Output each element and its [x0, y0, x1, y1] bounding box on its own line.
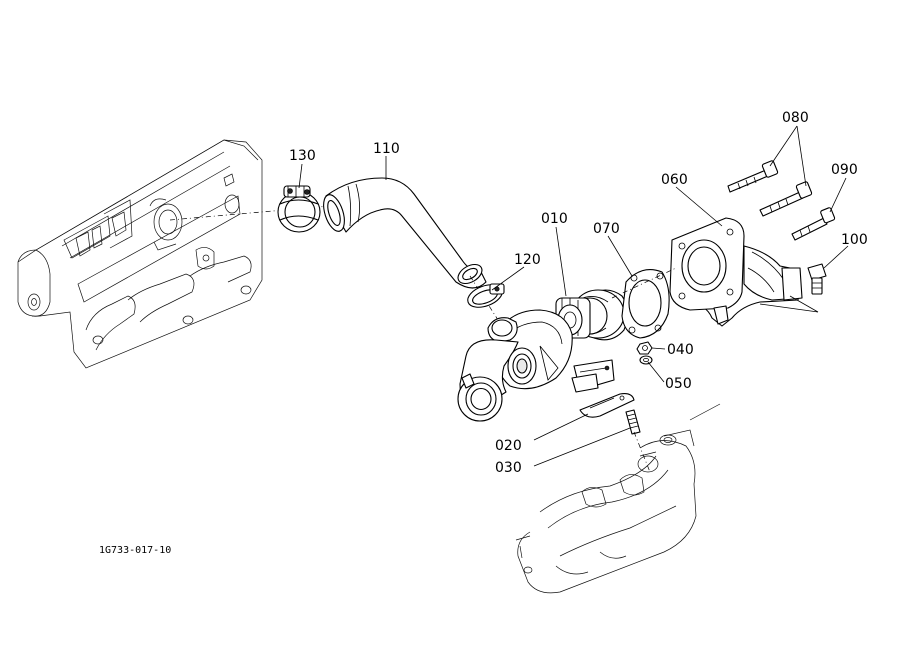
- bolt-090: [791, 207, 836, 241]
- leader-lines: [298, 125, 849, 467]
- engine-block: [17, 139, 263, 369]
- callout-090: 090: [831, 162, 858, 178]
- exhaust-elbow-060: [669, 217, 803, 327]
- callout-080: 080: [782, 110, 809, 126]
- intake-hose-110: [323, 177, 487, 289]
- drawing-code: 1G733-017-10: [99, 545, 171, 556]
- bolt-080-upper: [727, 160, 779, 193]
- callout-040: 040: [667, 342, 694, 358]
- turbocharger-010: [457, 289, 629, 422]
- bolt-080-lower: [759, 181, 813, 217]
- callout-020: 020: [495, 438, 522, 454]
- hose-clamp-130: [277, 185, 321, 233]
- callout-010: 010: [541, 211, 568, 227]
- callout-120: 120: [514, 252, 541, 268]
- callout-060: 060: [661, 172, 688, 188]
- callout-100: 100: [841, 232, 868, 248]
- plug-100: [807, 263, 827, 295]
- elbow-extension-line-2: [759, 303, 819, 313]
- callout-070: 070: [593, 221, 620, 237]
- callout-050: 050: [665, 376, 692, 392]
- gasket-070: [621, 269, 670, 339]
- washer-050: [639, 355, 653, 365]
- callout-labels: 130 110 010 070 120 060 080 090 100 040 …: [289, 110, 868, 476]
- elbow-extension-line: [789, 295, 819, 313]
- callout-030: 030: [495, 460, 522, 476]
- callout-110: 110: [373, 141, 400, 157]
- stud-030: [625, 409, 641, 435]
- callout-130: 130: [289, 148, 316, 164]
- exhaust-manifold: [515, 403, 721, 594]
- hose-clamp-120: [467, 283, 505, 308]
- nut-040: [636, 341, 653, 355]
